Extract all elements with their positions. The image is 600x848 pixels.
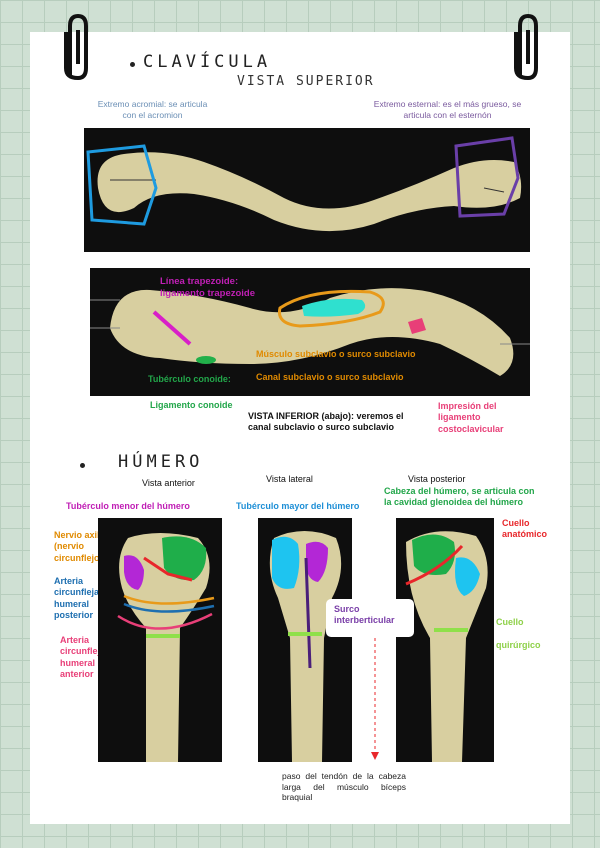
cuello-quirurgico-label-1: Cuello: [496, 617, 524, 628]
vista-inferior-note: VISTA INFERIOR (abajo): veremos el canal…: [248, 411, 428, 434]
bullet-icon: [130, 62, 135, 67]
tuberculo-mayor-label: Tubérculo mayor del húmero: [236, 501, 359, 512]
cabeza-label: Cabeza del húmero, se articula con la ca…: [384, 486, 544, 509]
section-title-clavicula: CLAVÍCULA: [143, 52, 271, 73]
vista-posterior-label: Vista posterior: [408, 474, 465, 485]
surco-label: Surco interberticular: [334, 604, 410, 627]
tuberculo-menor-label: Tubérculo menor del húmero: [66, 501, 190, 512]
clavicle-superior-image: [84, 128, 530, 252]
ligamento-conoide-label: Ligamento conoide: [150, 400, 233, 411]
paperclip-icon: [508, 12, 548, 84]
paperclip-icon: [58, 12, 98, 84]
bullet-icon: [80, 463, 85, 468]
vista-lateral-label: Vista lateral: [266, 474, 313, 485]
impresion-label: Impresión del ligamento costoclavicular: [438, 401, 538, 435]
humerus-posterior-image: [396, 518, 494, 762]
musculo-subclavio-label: Músculo subclavio o surco subclavio: [256, 349, 416, 360]
cuello-anatomico-label: Cuello anatómico: [502, 518, 552, 541]
linea-trapezoide-label: Línea trapezoide: ligamento trapezoide: [160, 276, 270, 300]
section-title-humero: HÚMERO: [118, 452, 203, 473]
acromial-note: Extremo acromial: se articula con el acr…: [95, 99, 210, 120]
humerus-lateral-image: [258, 518, 352, 762]
canal-subclavio-label: Canal subclavio o surco subclavio: [256, 372, 404, 383]
section-subtitle-vista-superior: VISTA SUPERIOR: [237, 74, 375, 90]
tuberculo-conoide-label: Tubérculo conoide:: [148, 374, 231, 385]
vista-anterior-label: Vista anterior: [142, 478, 195, 489]
paso-tendon-note: paso del tendón de la cabeza larga del m…: [282, 771, 406, 803]
humerus-anterior-image: [98, 518, 222, 762]
arrow-down-icon: [368, 636, 382, 766]
esternal-note: Extremo esternal: es el más grueso, se a…: [365, 99, 530, 120]
cuello-quirurgico-label-2: quirúrgico: [496, 640, 541, 651]
